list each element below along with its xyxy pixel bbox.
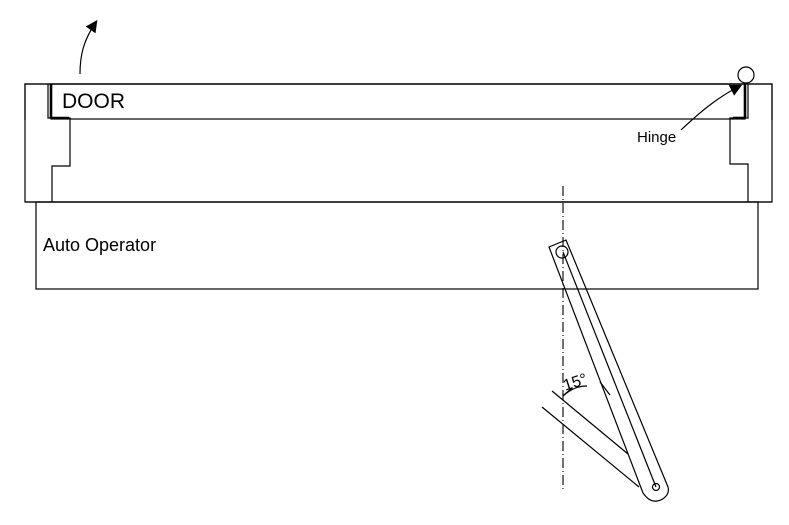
circle-icon: [737, 66, 755, 84]
operator-arm: [548, 239, 669, 502]
door-panel: [50, 83, 746, 120]
angle-arm-line: [551, 390, 629, 455]
auto-operator-label: Auto Operator: [43, 235, 157, 255]
opening-arrow: [79, 20, 98, 75]
operator-housing: [35, 201, 759, 290]
left-jamb-profile: [47, 84, 71, 202]
door-label: DOOR: [62, 90, 125, 113]
arm-centerline: [562, 251, 657, 488]
right-jamb-profile: [729, 84, 749, 202]
auto-operator-box: [35, 201, 759, 290]
arm-end-pivot: [651, 482, 661, 492]
angle-reference-line: [541, 406, 640, 488]
pivot-icon: [555, 245, 569, 259]
hinge-label: Hinge: [637, 129, 677, 146]
angle-tick-right: [599, 381, 611, 396]
door-leaf: [49, 83, 747, 120]
arm-outline: [548, 239, 669, 502]
curved-arrow-icon: [79, 20, 98, 75]
arrow-icon: [680, 84, 743, 131]
angle-indicator: [541, 381, 640, 488]
angle-tick-left: [563, 387, 573, 396]
frame-top-edge: [24, 83, 773, 120]
hinge-marker-group: [680, 66, 755, 131]
